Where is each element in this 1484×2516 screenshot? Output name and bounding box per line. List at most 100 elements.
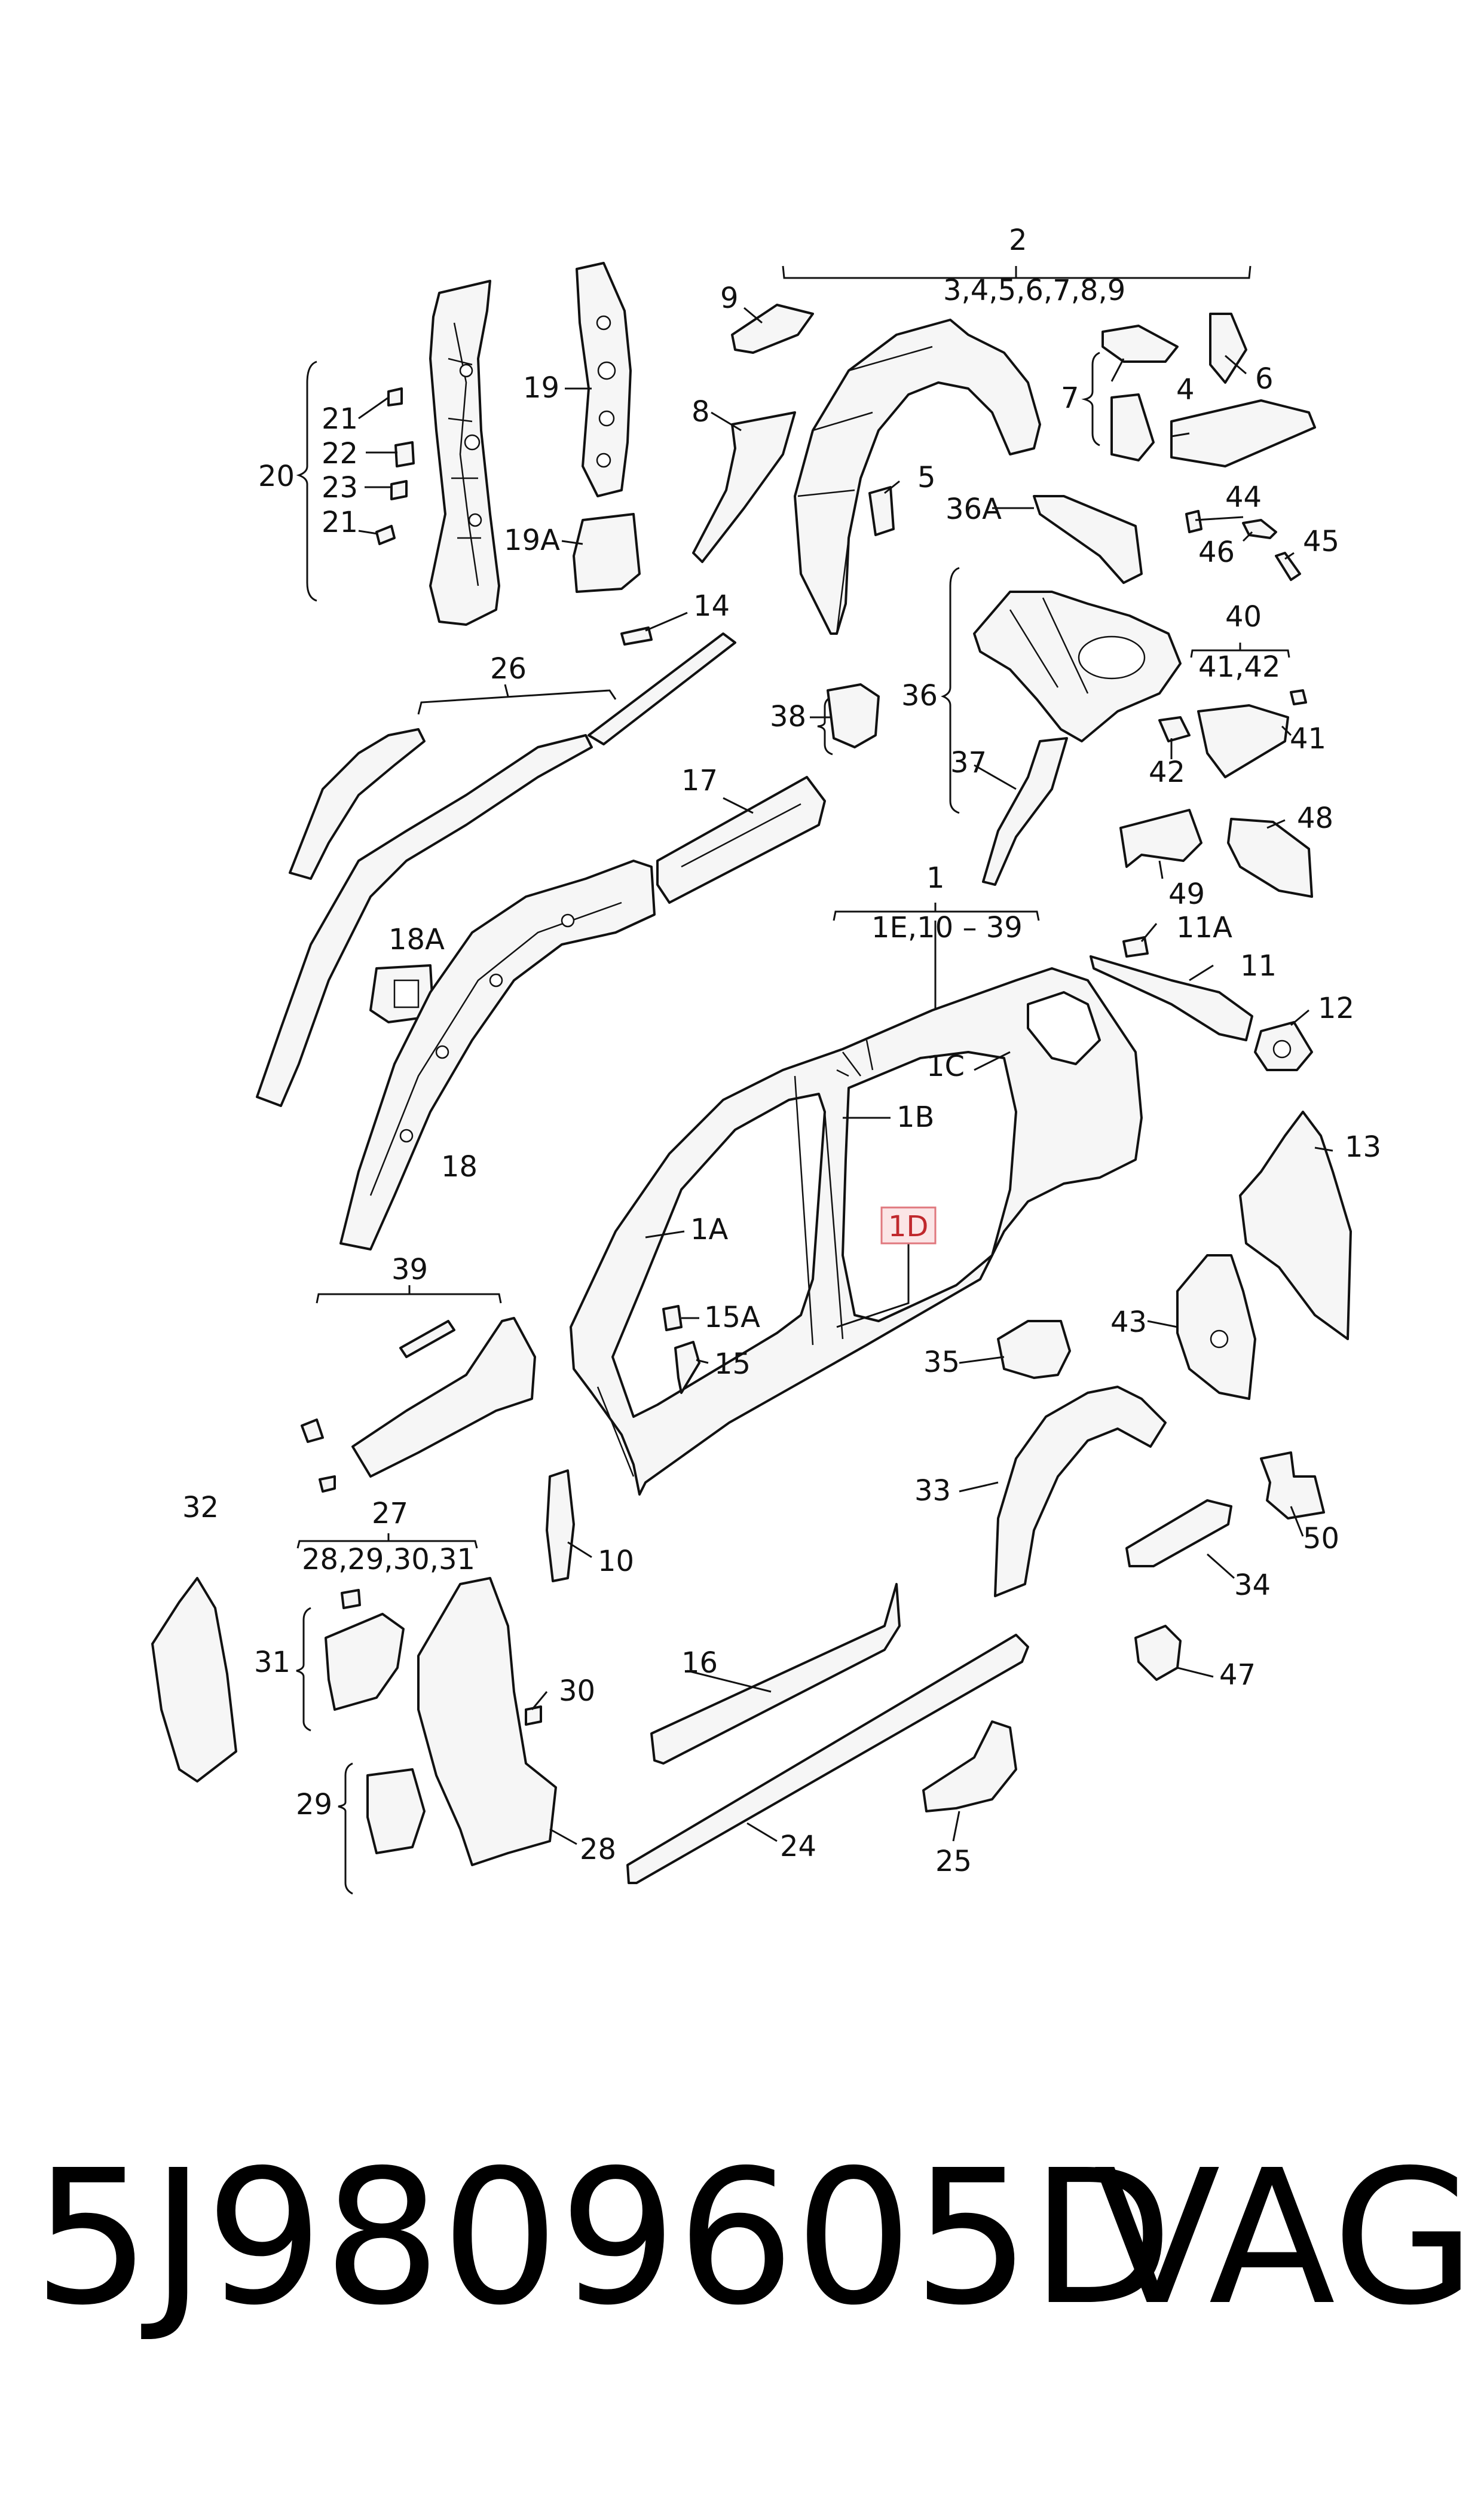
- label-23[interactable]: 23: [322, 471, 358, 505]
- part-48: [1227, 818, 1313, 898]
- part-32: [151, 1577, 237, 1783]
- label-18[interactable]: 18: [441, 1150, 478, 1184]
- label-10[interactable]: 10: [598, 1545, 634, 1578]
- part-17: [656, 776, 826, 904]
- part-29: [366, 1768, 426, 1854]
- label-24[interactable]: 24: [780, 1830, 816, 1863]
- label-18A[interactable]: 18A: [388, 923, 445, 956]
- part-28: [417, 1577, 557, 1866]
- label-33[interactable]: 33: [914, 1474, 951, 1508]
- part-42: [1158, 716, 1191, 742]
- part-roof-frame: [256, 734, 593, 1107]
- label-16[interactable]: 16: [681, 1646, 718, 1680]
- label-4[interactable]: 4: [1176, 373, 1195, 406]
- part-41: [1197, 704, 1289, 778]
- label-45[interactable]: 45: [1303, 525, 1339, 558]
- label-1B[interactable]: 1B: [896, 1100, 934, 1134]
- label-14[interactable]: 14: [693, 589, 730, 623]
- part-20-pillar: [429, 280, 500, 626]
- label-1[interactable]: 1: [926, 861, 945, 895]
- part-36A: [1033, 495, 1143, 584]
- label-43[interactable]: 43: [1110, 1306, 1147, 1339]
- parts-21-23: [375, 387, 415, 545]
- label-5[interactable]: 5: [917, 461, 936, 494]
- label-41[interactable]: 41: [1290, 722, 1326, 756]
- label-32[interactable]: 32: [182, 1491, 219, 1524]
- part-24: [626, 1634, 1029, 1884]
- part-14: [588, 632, 736, 745]
- label-13[interactable]: 13: [1345, 1130, 1381, 1164]
- label-49[interactable]: 49: [1168, 878, 1205, 911]
- label-34[interactable]: 34: [1234, 1569, 1271, 1602]
- label-1C[interactable]: 1C: [926, 1050, 965, 1083]
- label-21b[interactable]: 21: [322, 506, 358, 539]
- label-25[interactable]: 25: [935, 1845, 972, 1878]
- part-8: [692, 411, 796, 563]
- part-13: [1239, 1111, 1352, 1340]
- label-12[interactable]: 12: [1318, 992, 1354, 1025]
- label-17[interactable]: 17: [681, 764, 718, 797]
- part-49: [1119, 809, 1203, 868]
- part-10: [546, 1469, 575, 1582]
- part-18: [339, 860, 656, 1251]
- label-39[interactable]: 39: [391, 1253, 428, 1286]
- label-38[interactable]: 38: [770, 700, 806, 733]
- label-20[interactable]: 20: [258, 460, 295, 493]
- label-1E[interactable]: 1E,10 – 39: [871, 911, 1023, 944]
- label-15[interactable]: 15: [714, 1347, 751, 1381]
- label-11[interactable]: 11: [1240, 949, 1277, 983]
- label-27[interactable]: 27: [372, 1497, 408, 1530]
- label-28-31[interactable]: 28,29,30,31: [302, 1543, 475, 1576]
- label-36[interactable]: 36: [901, 679, 938, 713]
- part-number-text: 5J9809605D: [33, 2130, 1173, 2346]
- label-37[interactable]: 37: [950, 746, 987, 779]
- label-1A[interactable]: 1A: [690, 1213, 729, 1246]
- label-35[interactable]: 35: [923, 1346, 960, 1379]
- leader-lines: [358, 307, 1333, 1845]
- part-31: [325, 1613, 405, 1711]
- part-39: [301, 1317, 536, 1493]
- label-46[interactable]: 46: [1198, 536, 1235, 569]
- label-26[interactable]: 26: [490, 652, 527, 686]
- part-43: [1176, 1254, 1256, 1400]
- label-19[interactable]: 19: [523, 371, 559, 405]
- label-41-42[interactable]: 41,42: [1198, 650, 1280, 684]
- part-31-clip: [341, 1589, 361, 1609]
- part-35: [997, 1320, 1071, 1379]
- part-50: [1260, 1451, 1325, 1520]
- part-26: [289, 728, 426, 880]
- label-44[interactable]: 44: [1225, 481, 1262, 514]
- label-30[interactable]: 30: [559, 1674, 595, 1708]
- group-braces: [296, 265, 1290, 1895]
- label-29[interactable]: 29: [296, 1788, 332, 1821]
- label-8[interactable]: 8: [691, 395, 710, 429]
- label-19A[interactable]: 19A: [504, 524, 560, 557]
- label-11A[interactable]: 11A: [1176, 911, 1232, 944]
- label-21a[interactable]: 21: [322, 402, 358, 436]
- label-50[interactable]: 50: [1303, 1522, 1339, 1555]
- label-9[interactable]: 9: [720, 282, 739, 315]
- part-44: [1185, 510, 1203, 533]
- label-22[interactable]: 22: [322, 437, 358, 470]
- label-31[interactable]: 31: [254, 1646, 290, 1679]
- label-7[interactable]: 7: [1061, 381, 1079, 415]
- part-34: [1125, 1499, 1232, 1567]
- part-11: [1090, 955, 1253, 1041]
- part-4: [1170, 399, 1316, 467]
- part-14-clip: [620, 626, 653, 646]
- label-42[interactable]: 42: [1149, 756, 1185, 789]
- label-40[interactable]: 40: [1225, 600, 1262, 634]
- label-47[interactable]: 47: [1219, 1658, 1256, 1692]
- label-48[interactable]: 48: [1297, 802, 1333, 835]
- label-3-9[interactable]: 3,4,5,6,7,8,9: [943, 274, 1125, 307]
- label-1D-highlight[interactable]: 1D: [880, 1206, 937, 1245]
- label-1D[interactable]: 1D: [888, 1210, 929, 1243]
- callout-labels: 2 3,4,5,6,7,8,9 9 19 8 5 21 22 23 21 20 …: [182, 224, 1381, 1878]
- label-28[interactable]: 28: [580, 1833, 616, 1866]
- label-6[interactable]: 6: [1255, 362, 1274, 396]
- label-2[interactable]: 2: [1009, 224, 1027, 257]
- label-15A[interactable]: 15A: [704, 1301, 760, 1334]
- label-36A[interactable]: 36A: [946, 493, 1002, 526]
- part-19A: [573, 513, 641, 593]
